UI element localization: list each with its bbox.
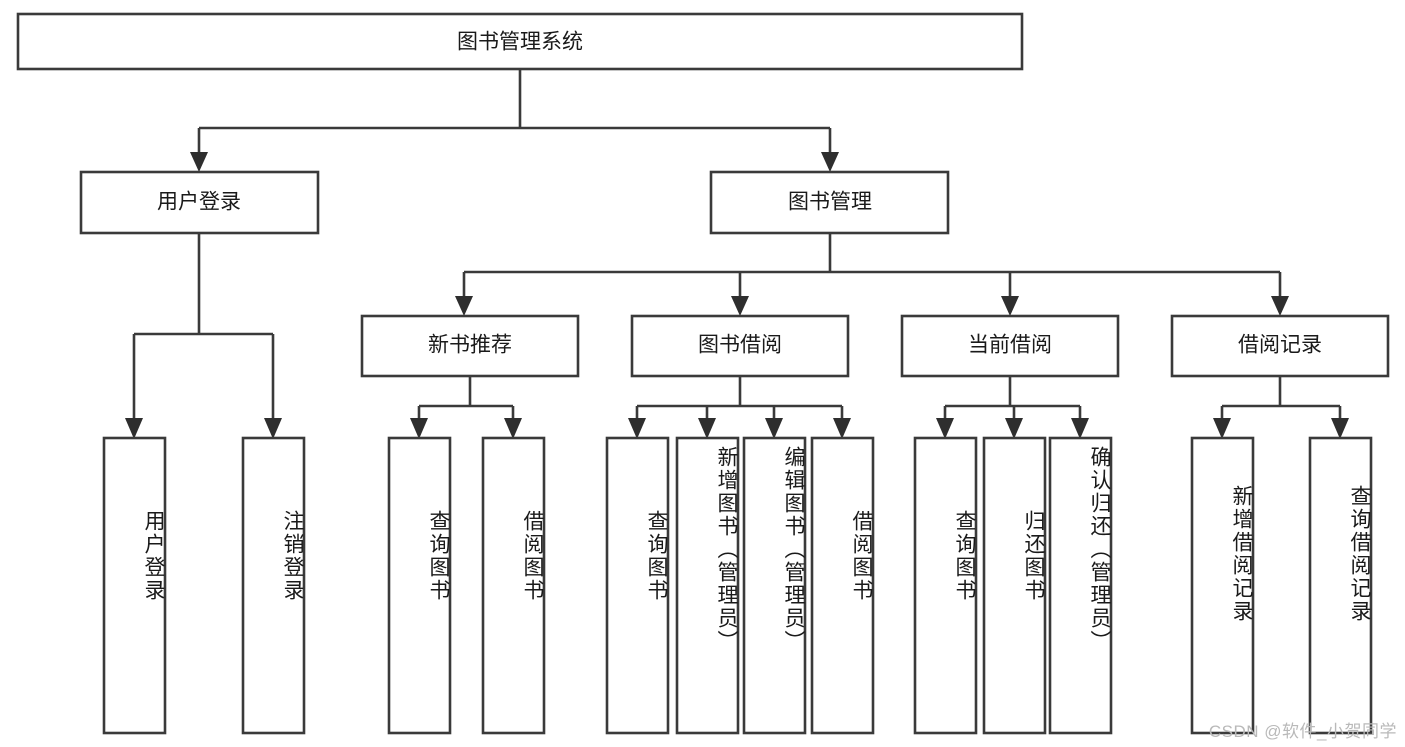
leafbox-query-borrow-record[interactable] bbox=[1308, 436, 1373, 735]
node-layer: 图书管理系统 用户登录 图书管理 新书推荐 图书借阅 当前借阅 借阅记录 bbox=[16, 12, 1390, 735]
leafbox-add-borrow-record[interactable] bbox=[1190, 436, 1255, 735]
leafbox-query-book-2[interactable] bbox=[605, 436, 670, 735]
arrow-to-user-login bbox=[190, 152, 208, 172]
node-book-manage[interactable] bbox=[709, 170, 950, 235]
connector-root-bus bbox=[197, 69, 832, 160]
csdn-watermark: CSDN @软件_小贺同学 bbox=[1208, 722, 1397, 741]
arrow-to-current-borrow bbox=[1001, 296, 1019, 316]
leafbox-user-login[interactable] bbox=[102, 436, 167, 735]
arrow-to-leaf-edit-book-admin bbox=[765, 418, 783, 439]
arrow-to-leaf-query-book-3 bbox=[936, 418, 954, 439]
connector-borrow-record-bus bbox=[1220, 376, 1342, 427]
arrow-to-leaf-borrow-book-2 bbox=[833, 418, 851, 439]
arrow-to-leaf-query-book-2 bbox=[628, 418, 646, 439]
arrow-to-leaf-return-book bbox=[1005, 418, 1023, 439]
node-borrow-record[interactable] bbox=[1170, 314, 1390, 378]
connector-new-book-rec-bus bbox=[417, 376, 515, 427]
leafbox-edit-book-admin[interactable] bbox=[742, 436, 807, 735]
node-book-borrow[interactable] bbox=[630, 314, 850, 378]
leafbox-query-book-3[interactable] bbox=[913, 436, 978, 735]
connector-current-borrow-bus bbox=[943, 376, 1082, 427]
node-new-book-rec-label: 新书推荐 bbox=[428, 334, 512, 357]
node-new-book-rec[interactable] bbox=[360, 314, 580, 378]
leafbox-borrow-book-1[interactable] bbox=[481, 436, 546, 735]
node-current-borrow[interactable] bbox=[900, 314, 1120, 378]
node-user-login-label: 用户登录 bbox=[157, 191, 241, 214]
leafbox-add-book-admin[interactable] bbox=[675, 436, 740, 735]
arrow-to-leaf-logout-login bbox=[264, 418, 282, 439]
arrow-to-leaf-add-borrow-record bbox=[1213, 418, 1231, 439]
arrow-to-book-borrow bbox=[731, 296, 749, 316]
arrow-to-leaf-add-book-admin bbox=[698, 418, 716, 439]
connector-layer bbox=[132, 69, 1342, 427]
connector-book-borrow-bus bbox=[635, 376, 844, 427]
arrow-to-leaf-query-book-1 bbox=[410, 418, 428, 439]
connector-user-login-bus bbox=[132, 233, 275, 427]
node-book-manage-label: 图书管理 bbox=[788, 191, 872, 214]
arrow-to-leaf-confirm-return-admin bbox=[1071, 418, 1089, 439]
arrowhead-layer bbox=[125, 152, 1349, 439]
node-current-borrow-label: 当前借阅 bbox=[968, 334, 1052, 357]
leafbox-query-book-1[interactable] bbox=[387, 436, 452, 735]
leafbox-confirm-return-admin[interactable] bbox=[1048, 436, 1113, 735]
node-root[interactable] bbox=[16, 12, 1024, 71]
node-book-borrow-label: 图书借阅 bbox=[698, 334, 782, 357]
leafbox-logout-login[interactable] bbox=[241, 436, 306, 735]
arrow-to-leaf-query-borrow-record bbox=[1331, 418, 1349, 439]
arrow-to-leaf-user-login bbox=[125, 418, 143, 439]
node-borrow-record-label: 借阅记录 bbox=[1238, 334, 1322, 357]
arrow-to-borrow-record bbox=[1271, 296, 1289, 316]
node-root-label: 图书管理系统 bbox=[457, 31, 583, 54]
arrow-to-new-book-rec bbox=[455, 296, 473, 316]
arrow-to-book-manage bbox=[821, 152, 839, 172]
leafbox-return-book[interactable] bbox=[982, 436, 1047, 735]
connector-book-manage-bus bbox=[462, 233, 1282, 305]
node-user-login[interactable] bbox=[79, 170, 320, 235]
leafbox-borrow-book-2[interactable] bbox=[810, 436, 875, 735]
arrow-to-leaf-borrow-book-1 bbox=[504, 418, 522, 439]
